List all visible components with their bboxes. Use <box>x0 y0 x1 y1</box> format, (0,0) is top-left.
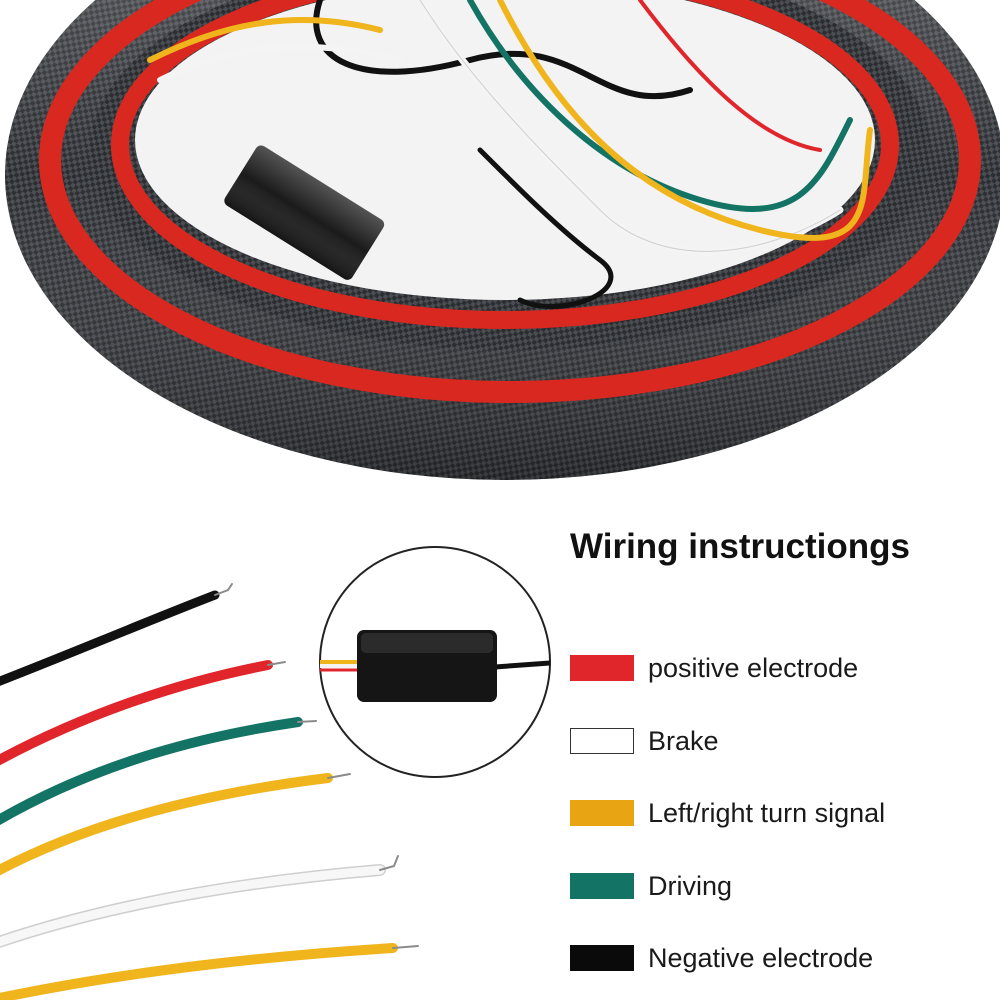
yellow-swatch <box>570 800 634 826</box>
led-strip-coil-photo <box>0 0 1000 490</box>
legend-item-negative: Negative electrode <box>570 938 990 978</box>
stripped-wires-illustration <box>0 583 419 1000</box>
black-swatch <box>570 945 634 971</box>
legend-item-positive: positive electrode <box>570 648 990 688</box>
green-swatch <box>570 873 634 899</box>
control-module-zoom <box>319 546 551 778</box>
white-swatch <box>570 728 634 754</box>
wiring-title: Wiring instructiongs <box>570 527 910 566</box>
legend-label: Driving <box>648 870 733 901</box>
legend-label: Left/right turn signal <box>648 797 886 828</box>
legend-label: Negative electrode <box>648 942 874 973</box>
red-swatch <box>570 655 634 681</box>
legend-item-driving: Driving <box>570 866 990 906</box>
legend-label: Brake <box>648 725 719 756</box>
legend-item-brake: Brake <box>570 721 990 761</box>
legend-label: positive electrode <box>648 652 859 683</box>
legend-item-turn-signal: Left/right turn signal <box>570 793 990 833</box>
